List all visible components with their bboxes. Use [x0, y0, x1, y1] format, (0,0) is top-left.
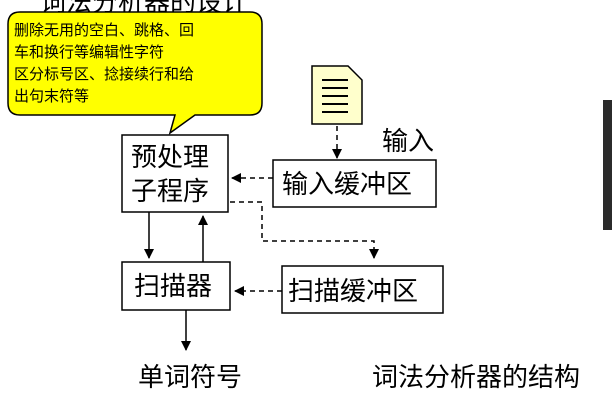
scan-buffer-box — [281, 265, 444, 314]
callout-line-1: 删除无用的空白、跳格、回 — [14, 21, 194, 39]
scanner-box — [121, 261, 231, 311]
input-buffer-label: 输入缓冲区 — [282, 170, 412, 200]
callout-line-2: 车和换行等编辑性字符 — [14, 43, 164, 61]
output-label: 单词符号 — [138, 363, 242, 393]
preprocessor-box — [121, 134, 229, 213]
callout-line-3: 区分标号区、捻接续行和给 — [14, 65, 194, 83]
preprocessor-to-scanbuffer-arrow — [230, 201, 379, 259]
diagram-caption: 词法分析器的结构 — [372, 363, 580, 393]
preprocessor-line-2: 子程序 — [131, 177, 209, 207]
scanner-label: 扫描器 — [134, 272, 212, 302]
callout-line-4: 出句末符等 — [14, 87, 89, 105]
input-label: 输入 — [382, 127, 434, 157]
side-scroll-tab — [603, 100, 612, 230]
input-buffer-box — [272, 159, 437, 208]
scan-buffer-label: 扫描缓冲区 — [288, 277, 418, 307]
input-document-icon — [311, 65, 363, 125]
callout-bubble — [7, 11, 263, 135]
preprocessor-line-1: 预处理 — [131, 143, 209, 173]
